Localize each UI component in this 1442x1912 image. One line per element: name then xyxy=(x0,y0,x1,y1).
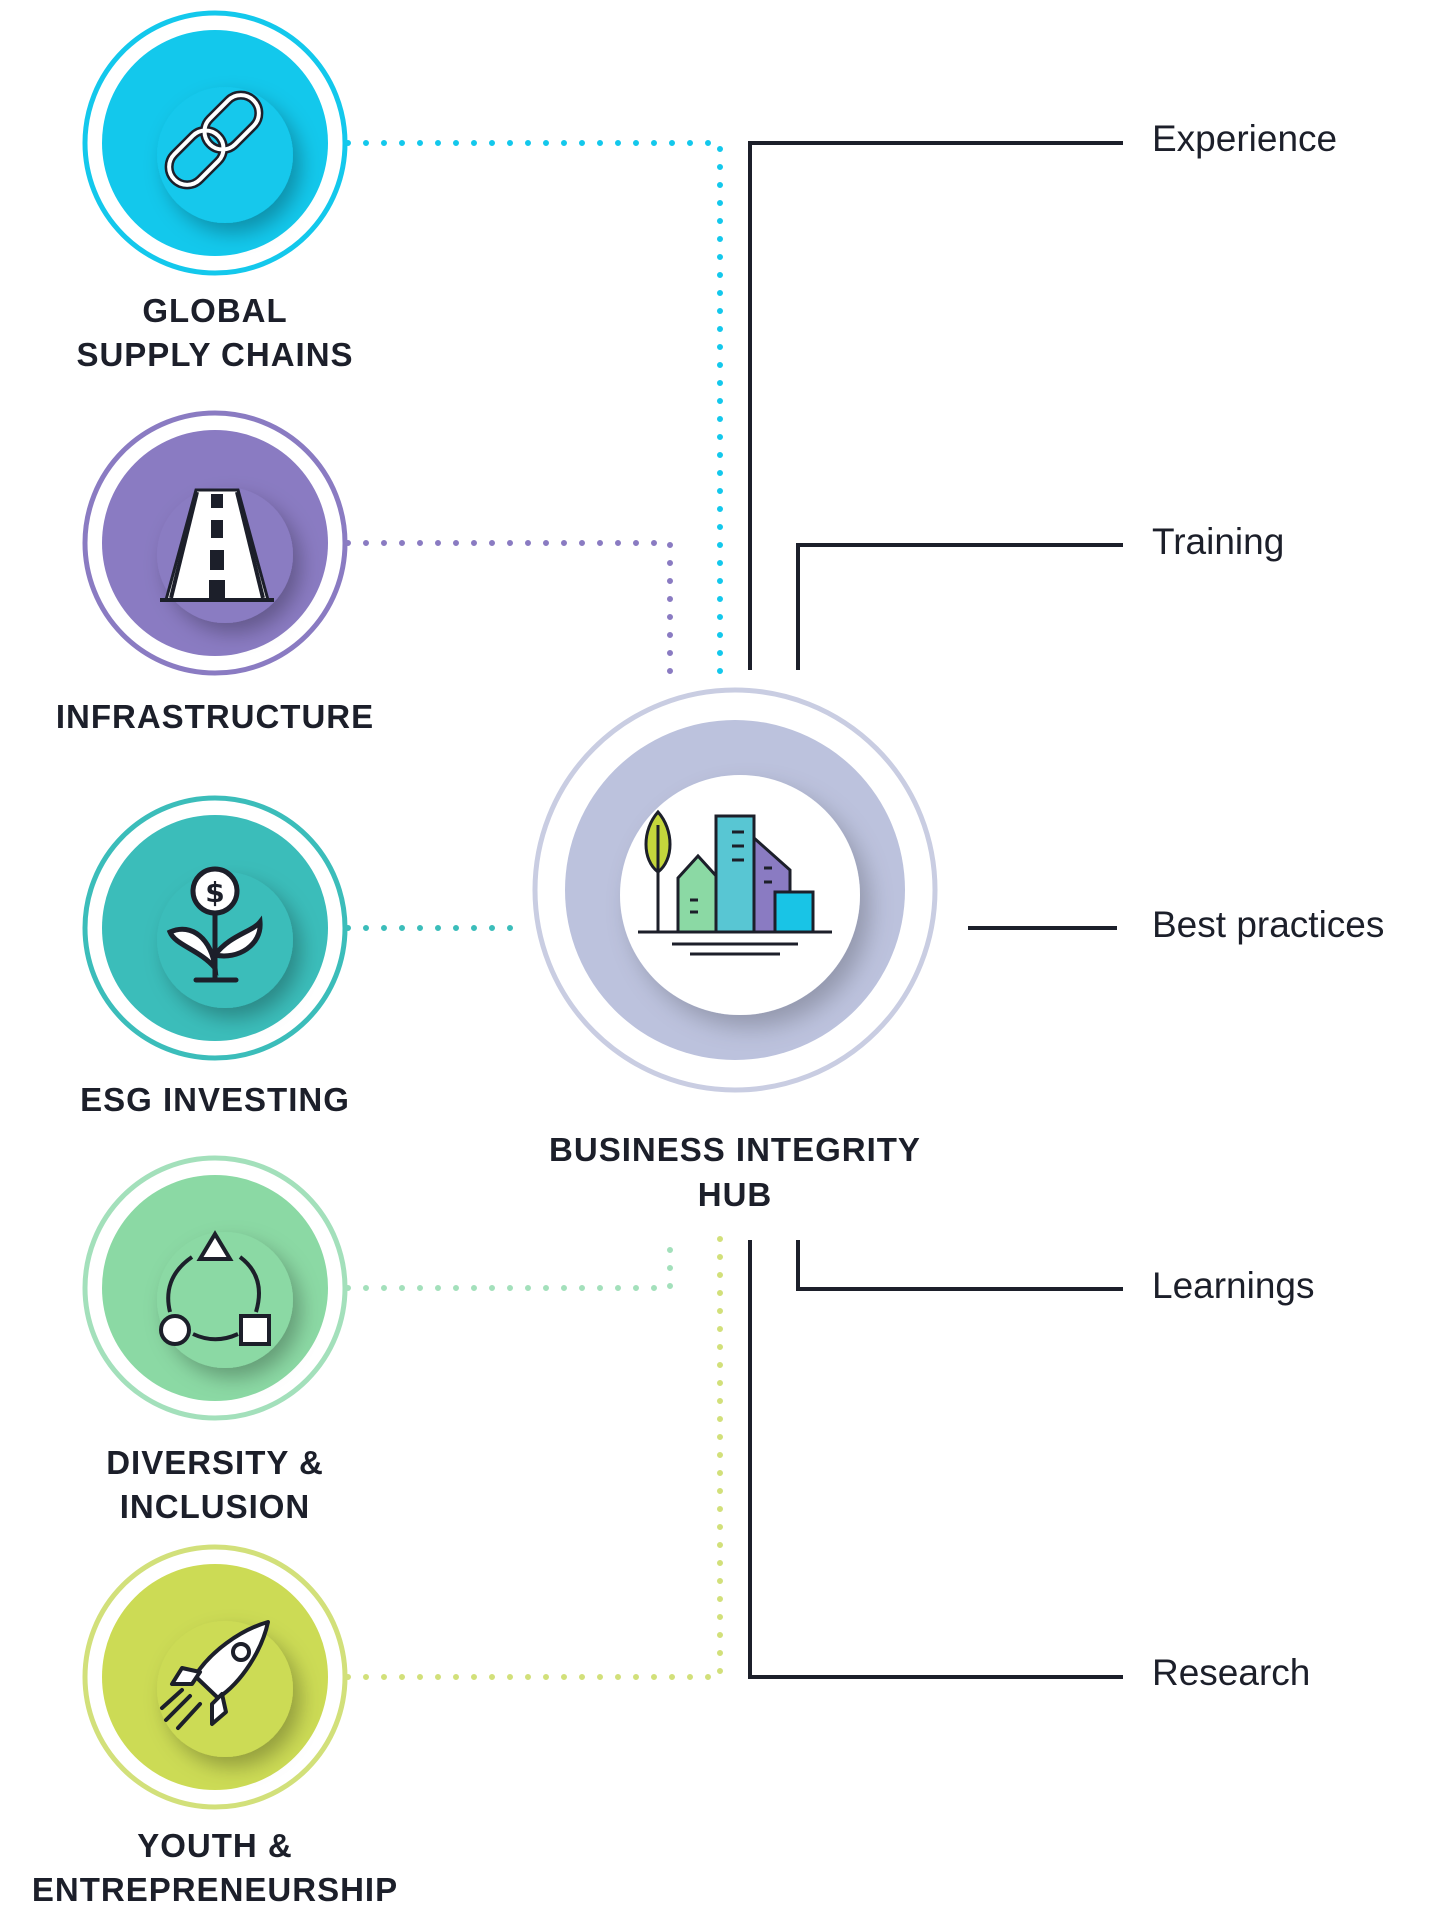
connector-training xyxy=(796,543,1123,670)
topic-label-infrastructure: INFRASTRUCTURE xyxy=(15,695,415,739)
hub xyxy=(532,687,938,1093)
hub-label: BUSINESS INTEGRITY HUB xyxy=(500,1127,970,1217)
rocket-icon xyxy=(160,1620,270,1730)
topic-label-diversity-inclusion: DIVERSITY & INCLUSION xyxy=(15,1441,415,1529)
connector-experience xyxy=(748,141,1123,670)
hub-label-line2: HUB xyxy=(697,1176,773,1213)
topic-label-youth-entrepreneurship: YOUTH & ENTREPRENEURSHIP xyxy=(0,1824,430,1912)
connector-infrastructure xyxy=(345,540,673,675)
road-icon xyxy=(160,488,274,602)
topic-label-line: ENTREPRENEURSHIP xyxy=(31,1871,399,1908)
connector-learnings xyxy=(796,1240,1123,1291)
connector-global-supply-chains xyxy=(345,140,723,675)
topic-label-line: GLOBAL xyxy=(142,292,288,329)
topic-label-global-supply-chains: GLOBAL SUPPLY CHAINS xyxy=(15,289,415,377)
topic-global-supply-chains xyxy=(82,10,348,276)
outcome-experience: Experience xyxy=(1152,118,1338,159)
outcome-training: Training xyxy=(1152,521,1285,562)
city-buildings-icon xyxy=(638,809,832,956)
topic-label-line: INCLUSION xyxy=(119,1488,311,1525)
outcome-best-practices: Best practices xyxy=(1152,904,1385,945)
shapes-cycle-icon xyxy=(159,1230,271,1346)
dotted-connectors xyxy=(345,140,723,1680)
topic-label-line: DIVERSITY & xyxy=(106,1444,324,1481)
topic-diversity-inclusion xyxy=(82,1155,348,1421)
topic-esg-investing: $ xyxy=(82,795,348,1061)
topic-youth-entrepreneurship xyxy=(82,1544,348,1810)
topic-label-line: YOUTH & xyxy=(137,1827,293,1864)
hub-label-line1: BUSINESS INTEGRITY xyxy=(549,1131,921,1168)
topic-label-line: INFRASTRUCTURE xyxy=(55,698,375,735)
topic-label-esg-investing: ESG INVESTING xyxy=(15,1078,415,1122)
svg-text:$: $ xyxy=(205,876,224,909)
outcome-connectors xyxy=(748,141,1123,1679)
connector-diversity-inclusion xyxy=(345,1235,673,1291)
outcome-learnings: Learnings xyxy=(1152,1265,1315,1306)
topic-infrastructure xyxy=(82,410,348,676)
connector-research xyxy=(748,1240,1123,1679)
connector-youth-entrepreneurship xyxy=(345,1235,723,1680)
topic-label-line: SUPPLY CHAINS xyxy=(76,336,354,373)
money-plant-icon: $ xyxy=(166,866,263,983)
outcome-research: Research xyxy=(1152,1652,1311,1693)
topic-label-line: ESG INVESTING xyxy=(80,1081,350,1118)
